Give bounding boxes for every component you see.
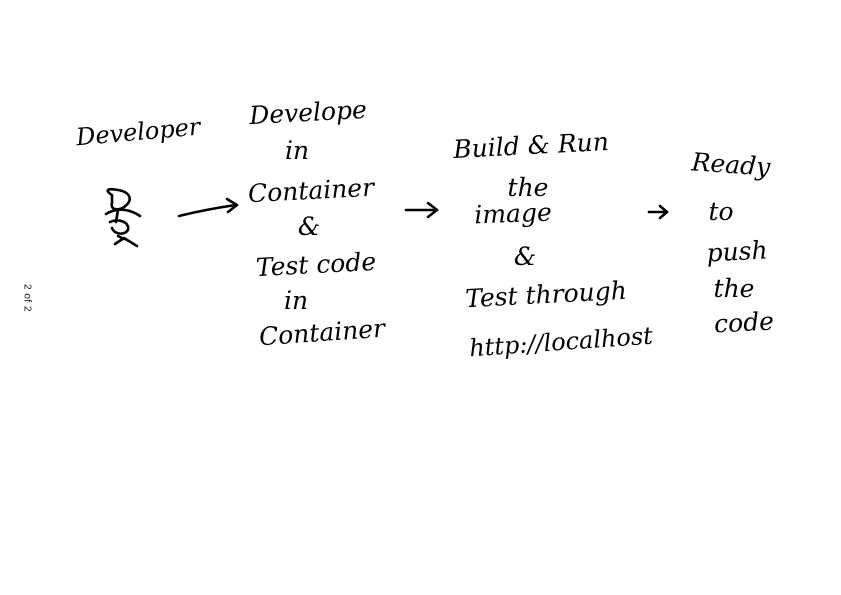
step-1-line-6: in (283, 286, 309, 315)
step-2-line-2: the (507, 173, 549, 202)
arrow-right-icon (404, 201, 439, 219)
step-1-line-2: in (284, 136, 310, 165)
step-1-line-4: & (297, 212, 321, 241)
step-2-line-4: & (513, 242, 537, 271)
arrow-right-icon (177, 197, 239, 218)
step-3-line-2: to (708, 197, 734, 226)
step-3-line-4: the (713, 274, 755, 303)
arrow-right-icon (647, 204, 669, 220)
stick-figure-icon (104, 187, 142, 248)
